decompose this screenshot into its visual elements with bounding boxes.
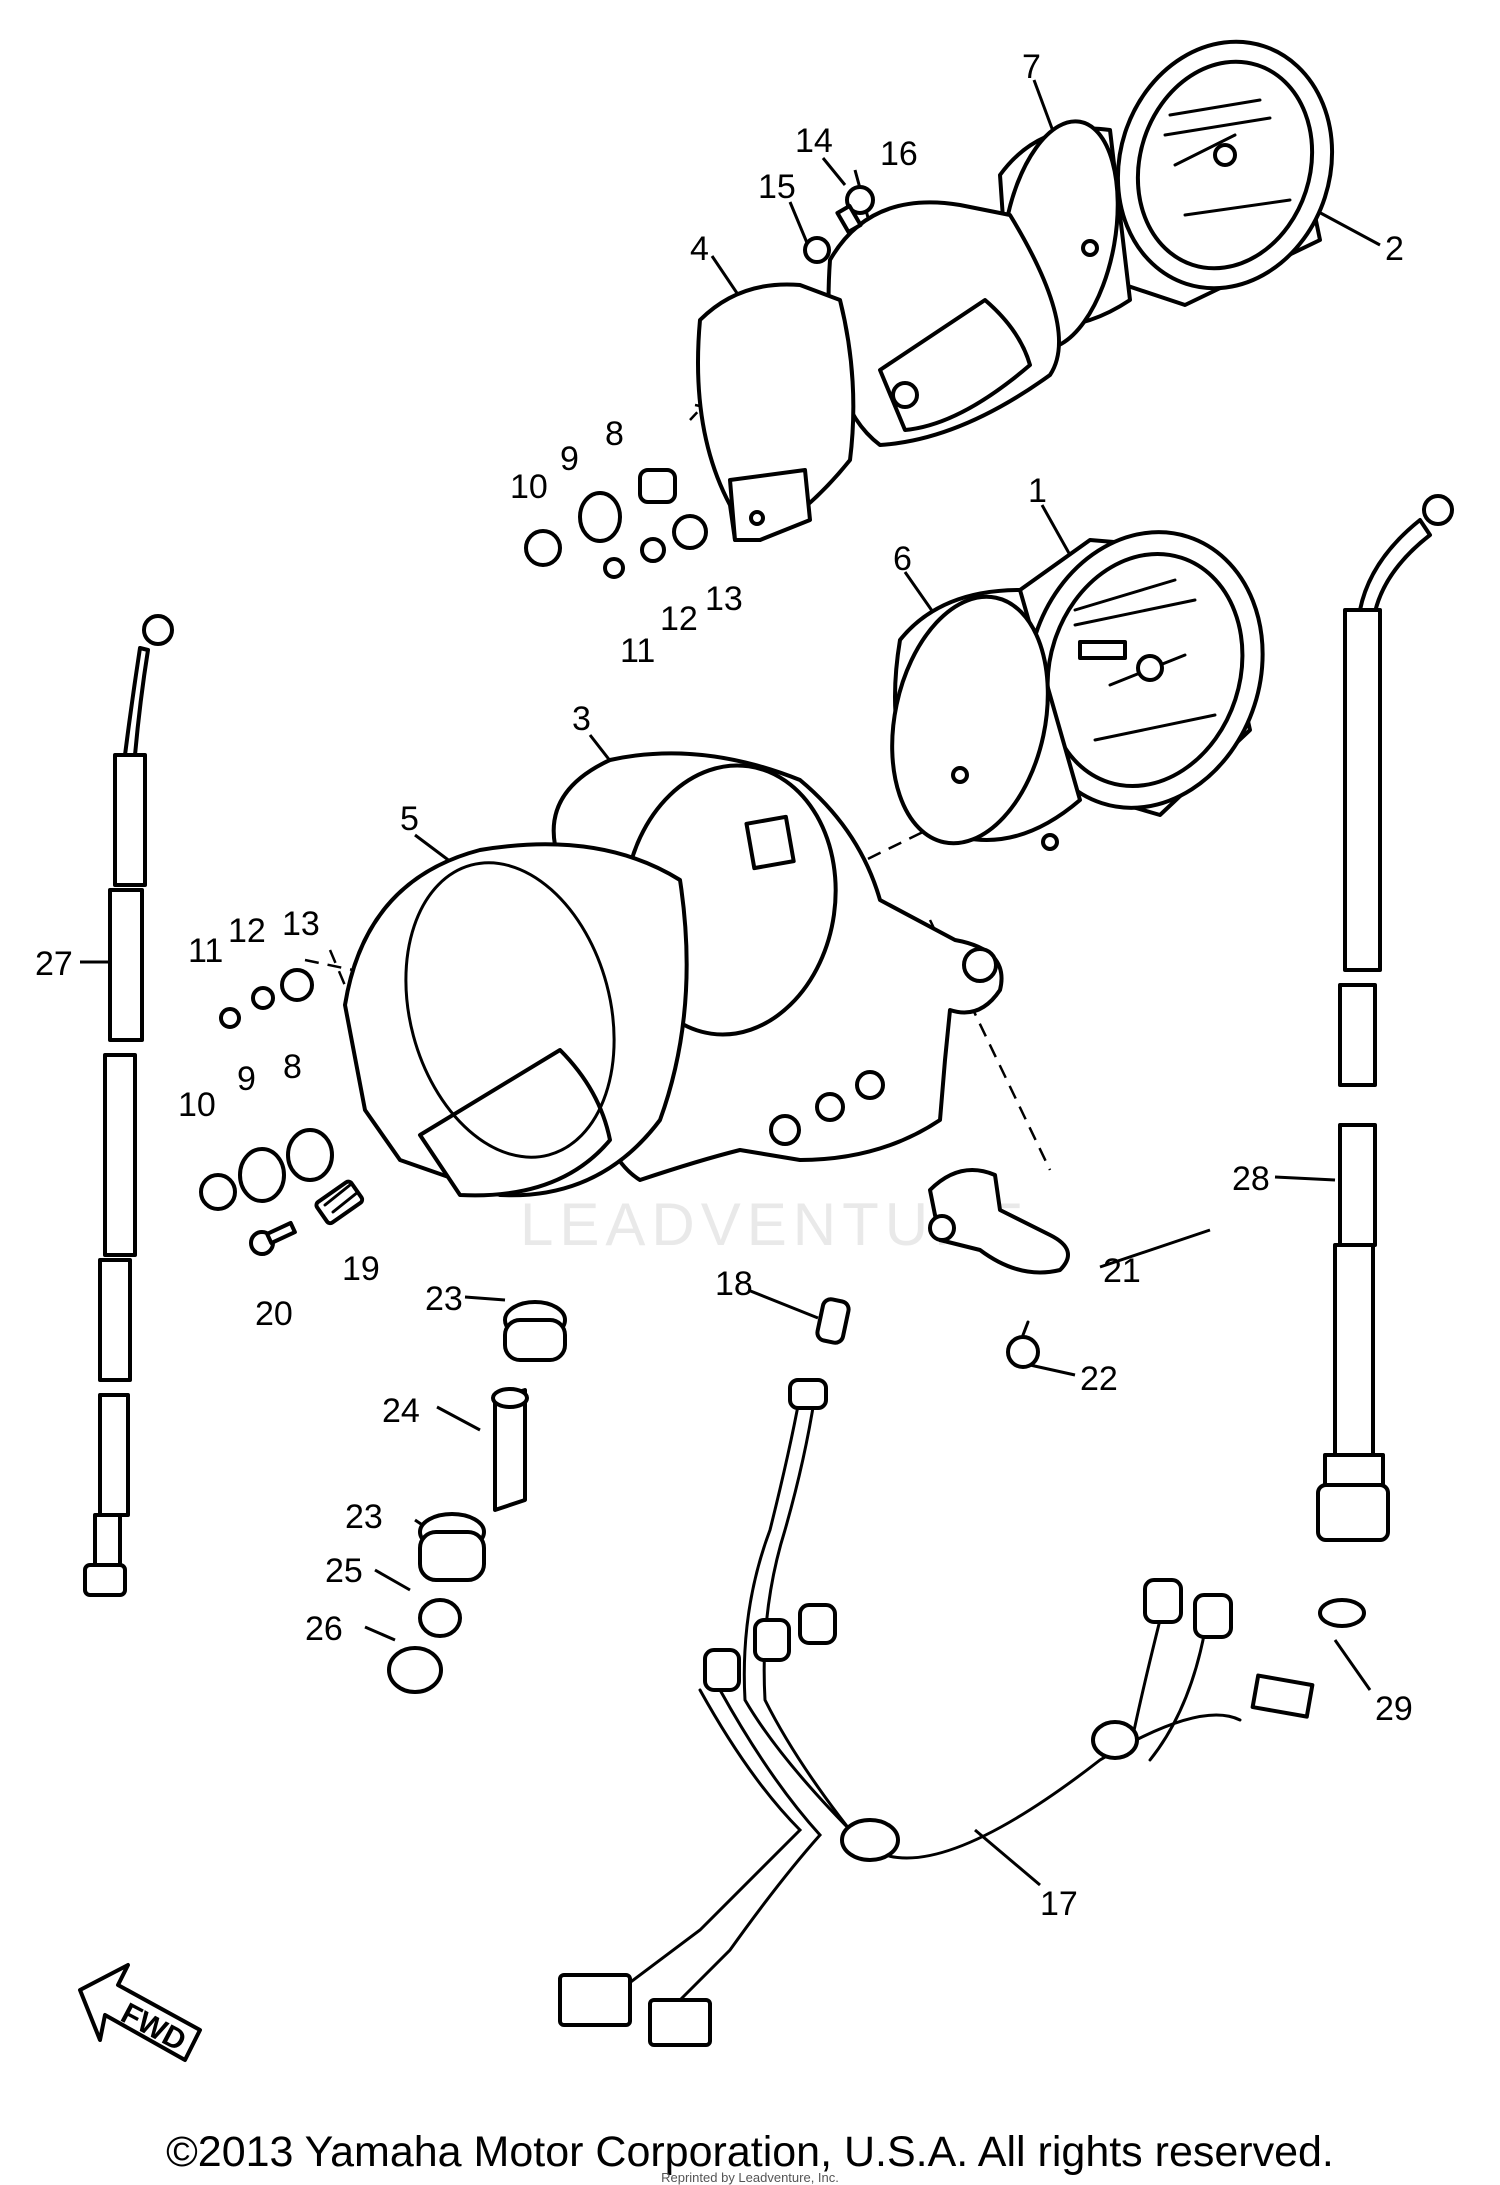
- callout-6: 6: [893, 540, 912, 578]
- spring[interactable]: [314, 1179, 365, 1226]
- speedometer-cable[interactable]: [1316, 494, 1454, 1542]
- callout-14: 14: [795, 122, 833, 160]
- forward-arrow-icon: FWD: [78, 1963, 202, 2062]
- screw-22[interactable]: [1006, 1320, 1040, 1369]
- upper-hardware[interactable]: [524, 468, 708, 579]
- callout-19: 19: [342, 1250, 380, 1288]
- callout-13b: 13: [282, 905, 320, 943]
- callout-26: 26: [305, 1610, 343, 1648]
- callout-17: 17: [1040, 1885, 1078, 1923]
- callout-25: 25: [325, 1552, 363, 1590]
- callout-8a: 8: [605, 415, 624, 453]
- damper-stack[interactable]: [387, 1300, 567, 1694]
- copyright-notice: ©2013 Yamaha Motor Corporation, U.S.A. A…: [166, 2128, 1334, 2176]
- callout-21: 21: [1103, 1252, 1141, 1290]
- callout-16: 16: [880, 135, 918, 173]
- callout-12a: 12: [660, 600, 698, 638]
- callout-27: 27: [35, 945, 73, 983]
- callout-4: 4: [690, 230, 709, 268]
- indicator-light[interactable]: [928, 1168, 1070, 1275]
- reprint-notice: Reprinted by Leadventure, Inc.: [661, 2170, 839, 2185]
- screw[interactable]: [249, 1220, 297, 1256]
- tachometer-cable[interactable]: [83, 614, 174, 1597]
- callout-3: 3: [572, 700, 591, 738]
- callout-9a: 9: [560, 440, 579, 478]
- tachometer-gauge[interactable]: [1087, 14, 1364, 317]
- wire-harness[interactable]: [558, 1378, 1315, 2047]
- speedometer-cover[interactable]: [343, 839, 689, 1198]
- o-ring[interactable]: [1318, 1598, 1366, 1628]
- callout-1: 1: [1028, 472, 1047, 510]
- callout-22: 22: [1080, 1360, 1118, 1398]
- callout-29: 29: [1375, 1690, 1413, 1728]
- bulb[interactable]: [815, 1297, 851, 1345]
- callout-24: 24: [382, 1392, 420, 1430]
- callout-7: 7: [1022, 48, 1041, 86]
- callout-23b: 23: [345, 1498, 383, 1536]
- tachometer-bracket[interactable]: [696, 282, 856, 542]
- callout-9b: 9: [237, 1060, 256, 1098]
- callout-10a: 10: [510, 468, 548, 506]
- callout-20: 20: [255, 1295, 293, 1333]
- callout-10b: 10: [178, 1086, 216, 1124]
- callout-8b: 8: [283, 1048, 302, 1086]
- callout-12b: 12: [228, 912, 266, 950]
- lower-hardware[interactable]: [199, 968, 334, 1211]
- callout-5: 5: [400, 800, 419, 838]
- callout-11a: 11: [620, 632, 655, 670]
- speedometer-gauge[interactable]: [992, 501, 1297, 838]
- callout-15: 15: [758, 168, 796, 206]
- tachometer-cover[interactable]: [826, 200, 1061, 447]
- screw-and-washer[interactable]: [803, 185, 875, 264]
- callout-28: 28: [1232, 1160, 1270, 1198]
- callout-13a: 13: [705, 580, 743, 618]
- callout-labels: 1 2 3 4 5 6 7 8 8 9 9 10 10 11 11 12 12 …: [35, 48, 1413, 1923]
- callout-2: 2: [1385, 230, 1404, 268]
- callout-11b: 11: [188, 932, 223, 970]
- callout-23a: 23: [425, 1280, 463, 1318]
- callout-18: 18: [715, 1265, 753, 1303]
- speedometer-case[interactable]: [871, 582, 1082, 858]
